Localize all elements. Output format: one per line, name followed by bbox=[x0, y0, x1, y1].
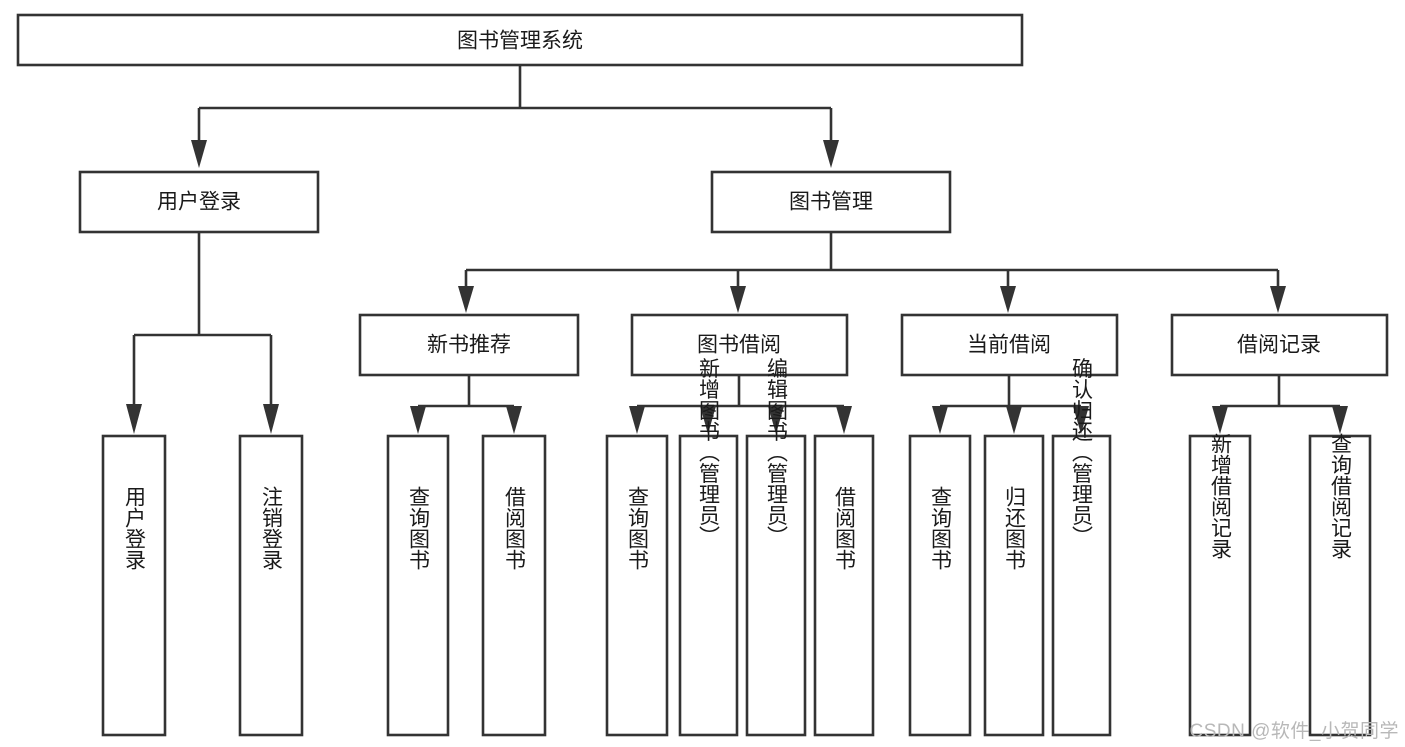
arrow-borrow-to-leaf2 bbox=[700, 406, 716, 434]
node-root[interactable]: 图书管理系统 bbox=[16, 13, 1024, 67]
node-user-login-box[interactable] bbox=[78, 170, 320, 234]
arrow-root-to-user-login bbox=[191, 140, 207, 168]
node-new-book-recommend-box[interactable] bbox=[358, 313, 580, 377]
leaf-query-book-rec[interactable]: 查询图书 bbox=[386, 434, 450, 737]
leaf-edit-book-admin[interactable]: 编辑图书（管理员） bbox=[745, 358, 807, 737]
arrow-current-to-leaf3 bbox=[1073, 406, 1089, 434]
leaf-borrow-book-box[interactable] bbox=[813, 434, 875, 737]
leaf-add-book-admin[interactable]: 新增图书（管理员） bbox=[678, 358, 739, 737]
arrow-record-to-leaf2 bbox=[1332, 406, 1348, 434]
node-book-borrow[interactable]: 图书借阅 bbox=[630, 313, 849, 377]
arrow-borrow-to-leaf1 bbox=[629, 406, 645, 434]
node-current-borrow-label: 当前借阅 bbox=[967, 334, 1051, 357]
leaf-query-book-borrow-box[interactable] bbox=[605, 434, 669, 737]
arrow-bookmgmt-to-newbook bbox=[458, 286, 474, 313]
leaf-logout-label: 注销登录 bbox=[260, 486, 284, 570]
leaf-user-login[interactable]: 用户登录 bbox=[101, 434, 167, 737]
leaf-query-book-rec-box[interactable] bbox=[386, 434, 450, 737]
leaf-add-book-admin-label: 新增图书（管理员） bbox=[697, 358, 721, 547]
node-new-book-recommend[interactable]: 新书推荐 bbox=[358, 313, 580, 377]
leaf-edit-book-admin-label: 编辑图书（管理员） bbox=[765, 358, 789, 547]
connector-layer bbox=[126, 65, 1348, 434]
node-current-borrow-box[interactable] bbox=[900, 313, 1119, 377]
leaf-add-borrow-record[interactable]: 新增借阅记录 bbox=[1188, 433, 1252, 737]
arrow-borrow-to-leaf4 bbox=[836, 406, 852, 434]
node-book-management-label: 图书管理 bbox=[789, 191, 873, 214]
leaf-user-login-box[interactable] bbox=[101, 434, 167, 737]
node-current-borrow[interactable]: 当前借阅 bbox=[900, 313, 1119, 377]
leaf-add-borrow-record-label: 新增借阅记录 bbox=[1209, 433, 1233, 559]
arrow-record-to-leaf1 bbox=[1212, 406, 1228, 434]
node-root-label: 图书管理系统 bbox=[457, 30, 583, 53]
leaf-borrow-book[interactable]: 借阅图书 bbox=[813, 434, 875, 737]
arrow-bookmgmt-to-borrow bbox=[730, 286, 746, 313]
node-user-login[interactable]: 用户登录 bbox=[78, 170, 320, 234]
node-root-box[interactable] bbox=[16, 13, 1024, 67]
leaf-borrow-book-label: 借阅图书 bbox=[833, 486, 857, 570]
leaf-query-book-borrow[interactable]: 查询图书 bbox=[605, 434, 669, 737]
csdn-watermark: CSDN @软件_小贺同学 bbox=[1189, 721, 1399, 742]
leaf-return-book-label: 归还图书 bbox=[1003, 486, 1027, 570]
arrow-newbook-to-leaf1 bbox=[410, 406, 426, 434]
node-new-book-recommend-label: 新书推荐 bbox=[427, 334, 511, 357]
leaf-query-book-current-label: 查询图书 bbox=[929, 486, 953, 570]
node-user-login-label: 用户登录 bbox=[157, 191, 241, 214]
leaf-query-borrow-record-label: 查询借阅记录 bbox=[1329, 433, 1353, 559]
arrow-userlogin-to-leaf1 bbox=[126, 404, 142, 434]
leaf-logout-box[interactable] bbox=[238, 434, 304, 737]
leaf-logout[interactable]: 注销登录 bbox=[238, 434, 304, 737]
arrow-bookmgmt-to-current bbox=[1000, 286, 1016, 313]
leaf-user-login-label: 用户登录 bbox=[123, 486, 147, 570]
node-book-borrow-label: 图书借阅 bbox=[697, 334, 781, 357]
node-borrow-record-label: 借阅记录 bbox=[1237, 334, 1321, 357]
node-borrow-record-box[interactable] bbox=[1170, 313, 1389, 377]
leaf-return-book-box[interactable] bbox=[983, 434, 1045, 737]
leaf-borrow-book-rec-box[interactable] bbox=[481, 434, 547, 737]
leaf-add-borrow-record-box[interactable] bbox=[1188, 434, 1252, 737]
leaf-borrow-book-rec-label: 借阅图书 bbox=[503, 486, 527, 570]
arrow-borrow-to-leaf3 bbox=[768, 406, 784, 434]
node-book-management-box[interactable] bbox=[710, 170, 952, 234]
leaf-borrow-book-rec[interactable]: 借阅图书 bbox=[481, 434, 547, 737]
leaf-add-book-admin-box[interactable] bbox=[678, 434, 739, 737]
leaf-query-book-borrow-label: 查询图书 bbox=[626, 486, 650, 570]
arrow-bookmgmt-to-record bbox=[1270, 286, 1286, 313]
node-book-borrow-box[interactable] bbox=[630, 313, 849, 377]
leaf-confirm-return-admin-box[interactable] bbox=[1051, 434, 1112, 737]
arrow-newbook-to-leaf2 bbox=[506, 406, 522, 434]
leaf-query-book-current[interactable]: 查询图书 bbox=[908, 434, 972, 737]
leaf-edit-book-admin-box[interactable] bbox=[745, 434, 807, 737]
arrow-userlogin-to-leaf2 bbox=[263, 404, 279, 434]
leaf-query-borrow-record[interactable]: 查询借阅记录 bbox=[1308, 433, 1372, 737]
arrow-current-to-leaf2 bbox=[1006, 406, 1022, 434]
arrow-root-to-book-mgmt bbox=[823, 140, 839, 168]
node-layer: 图书管理系统 用户登录 图书管理 新书推荐 图书借阅 当前 bbox=[16, 13, 1389, 737]
leaf-query-book-rec-label: 查询图书 bbox=[407, 486, 431, 570]
arrow-current-to-leaf1 bbox=[932, 406, 948, 434]
node-borrow-record[interactable]: 借阅记录 bbox=[1170, 313, 1389, 377]
leaf-return-book[interactable]: 归还图书 bbox=[983, 434, 1045, 737]
leaf-confirm-return-admin-label: 确认归还（管理员） bbox=[1070, 358, 1094, 547]
leaf-confirm-return-admin[interactable]: 确认归还（管理员） bbox=[1051, 358, 1112, 737]
leaf-query-borrow-record-box[interactable] bbox=[1308, 434, 1372, 737]
leaf-query-book-current-box[interactable] bbox=[908, 434, 972, 737]
node-book-management[interactable]: 图书管理 bbox=[710, 170, 952, 234]
